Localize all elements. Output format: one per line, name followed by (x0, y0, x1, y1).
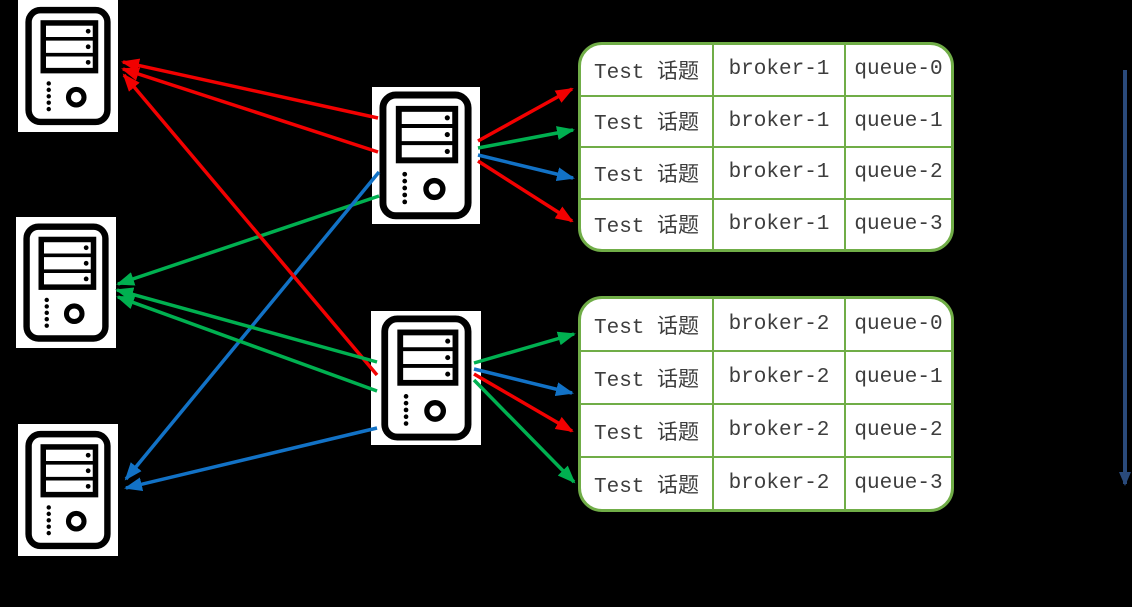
cell-queue: queue-1 (844, 96, 951, 146)
cell-broker: broker-1 (712, 148, 844, 198)
queue-row: Test 话题 broker-2 queue-0 (581, 299, 951, 350)
cell-queue: queue-1 (844, 352, 951, 403)
cell-queue: queue-0 (844, 45, 951, 95)
cell-broker: broker-2 (712, 352, 844, 403)
server-icon (23, 223, 109, 342)
server-icon (25, 430, 111, 550)
arrow-broker-1-server-to-consumer-1 (121, 58, 379, 120)
broker-1-queue-table: Test 话题 broker-1 queue-0 Test 话题 broker-… (578, 42, 954, 252)
arrow-broker-1-server-to-broker-1-queue-1 (477, 126, 575, 150)
cell-broker: broker-2 (712, 299, 844, 350)
cell-queue: queue-2 (844, 405, 951, 456)
cell-topic: Test 话题 (593, 369, 699, 393)
arrow-broker-2-server-to-broker-2-queue-2 (473, 372, 574, 433)
server-icon (25, 6, 111, 126)
consumer-1 (18, 0, 118, 132)
cell-topic: Test 话题 (593, 316, 699, 340)
cell-queue: queue-2 (844, 148, 951, 198)
cell-broker: broker-2 (712, 458, 844, 509)
arrow-broker-1-server-to-consumer-3 (124, 170, 381, 481)
server-icon (380, 315, 472, 441)
cell-queue: queue-3 (844, 458, 951, 509)
arrow-broker-1-server-to-consumer-2 (116, 194, 380, 286)
cell-broker: broker-1 (712, 96, 844, 146)
queue-row: Test 话题 broker-1 queue-2 (581, 146, 951, 198)
cell-broker: broker-1 (712, 199, 844, 249)
cell-broker: broker-1 (712, 45, 844, 95)
arrow-broker-1-server-to-broker-1-queue-3 (477, 159, 574, 223)
server-icon (379, 91, 473, 220)
arrow-broker-2-server-to-consumer-2 (115, 287, 378, 364)
arrow-broker-2-server-to-consumer-2 (116, 295, 378, 393)
cell-topic: Test 话题 (593, 164, 699, 188)
cell-topic: Test 话题 (593, 216, 699, 240)
queue-row: Test 话题 broker-2 queue-3 (581, 456, 951, 509)
broker-2-queue-table: Test 话题 broker-2 queue-0 Test 话题 broker-… (578, 296, 954, 512)
arrow-broker-2-server-to-broker-2-queue-0 (473, 331, 576, 365)
queue-row: Test 话题 broker-1 queue-0 (581, 45, 951, 95)
queue-row: Test 话题 broker-1 queue-1 (581, 94, 951, 146)
cell-broker: broker-2 (712, 405, 844, 456)
arrow-broker-2-server-to-consumer-1 (122, 73, 379, 377)
broker-2-server (371, 311, 481, 445)
arrow-broker-1-server-to-broker-1-queue-0 (477, 87, 574, 143)
consumer-3 (18, 424, 118, 556)
cell-topic: Test 话题 (593, 113, 699, 137)
arrow-broker-2-server-to-broker-2-queue-1 (473, 367, 574, 396)
arrow-broker-2-server-to-broker-2-queue-3 (472, 378, 576, 484)
cell-queue: queue-0 (844, 299, 951, 350)
cell-topic: Test 话题 (593, 475, 699, 499)
queue-row: Test 话题 broker-1 queue-3 (581, 197, 951, 249)
cell-topic: Test 话题 (593, 61, 699, 85)
arrow-broker-1-server-to-consumer-1 (121, 67, 379, 154)
cell-topic: Test 话题 (593, 422, 699, 446)
queue-row: Test 话题 broker-2 queue-1 (581, 350, 951, 403)
cell-queue: queue-3 (844, 199, 951, 249)
arrow-broker-1-server-to-broker-1-queue-2 (477, 153, 575, 182)
broker-1-server (372, 87, 480, 224)
queue-row: Test 话题 broker-2 queue-2 (581, 403, 951, 456)
arrow-broker-2-server-to-consumer-3 (124, 426, 378, 492)
consumer-2 (16, 217, 116, 348)
